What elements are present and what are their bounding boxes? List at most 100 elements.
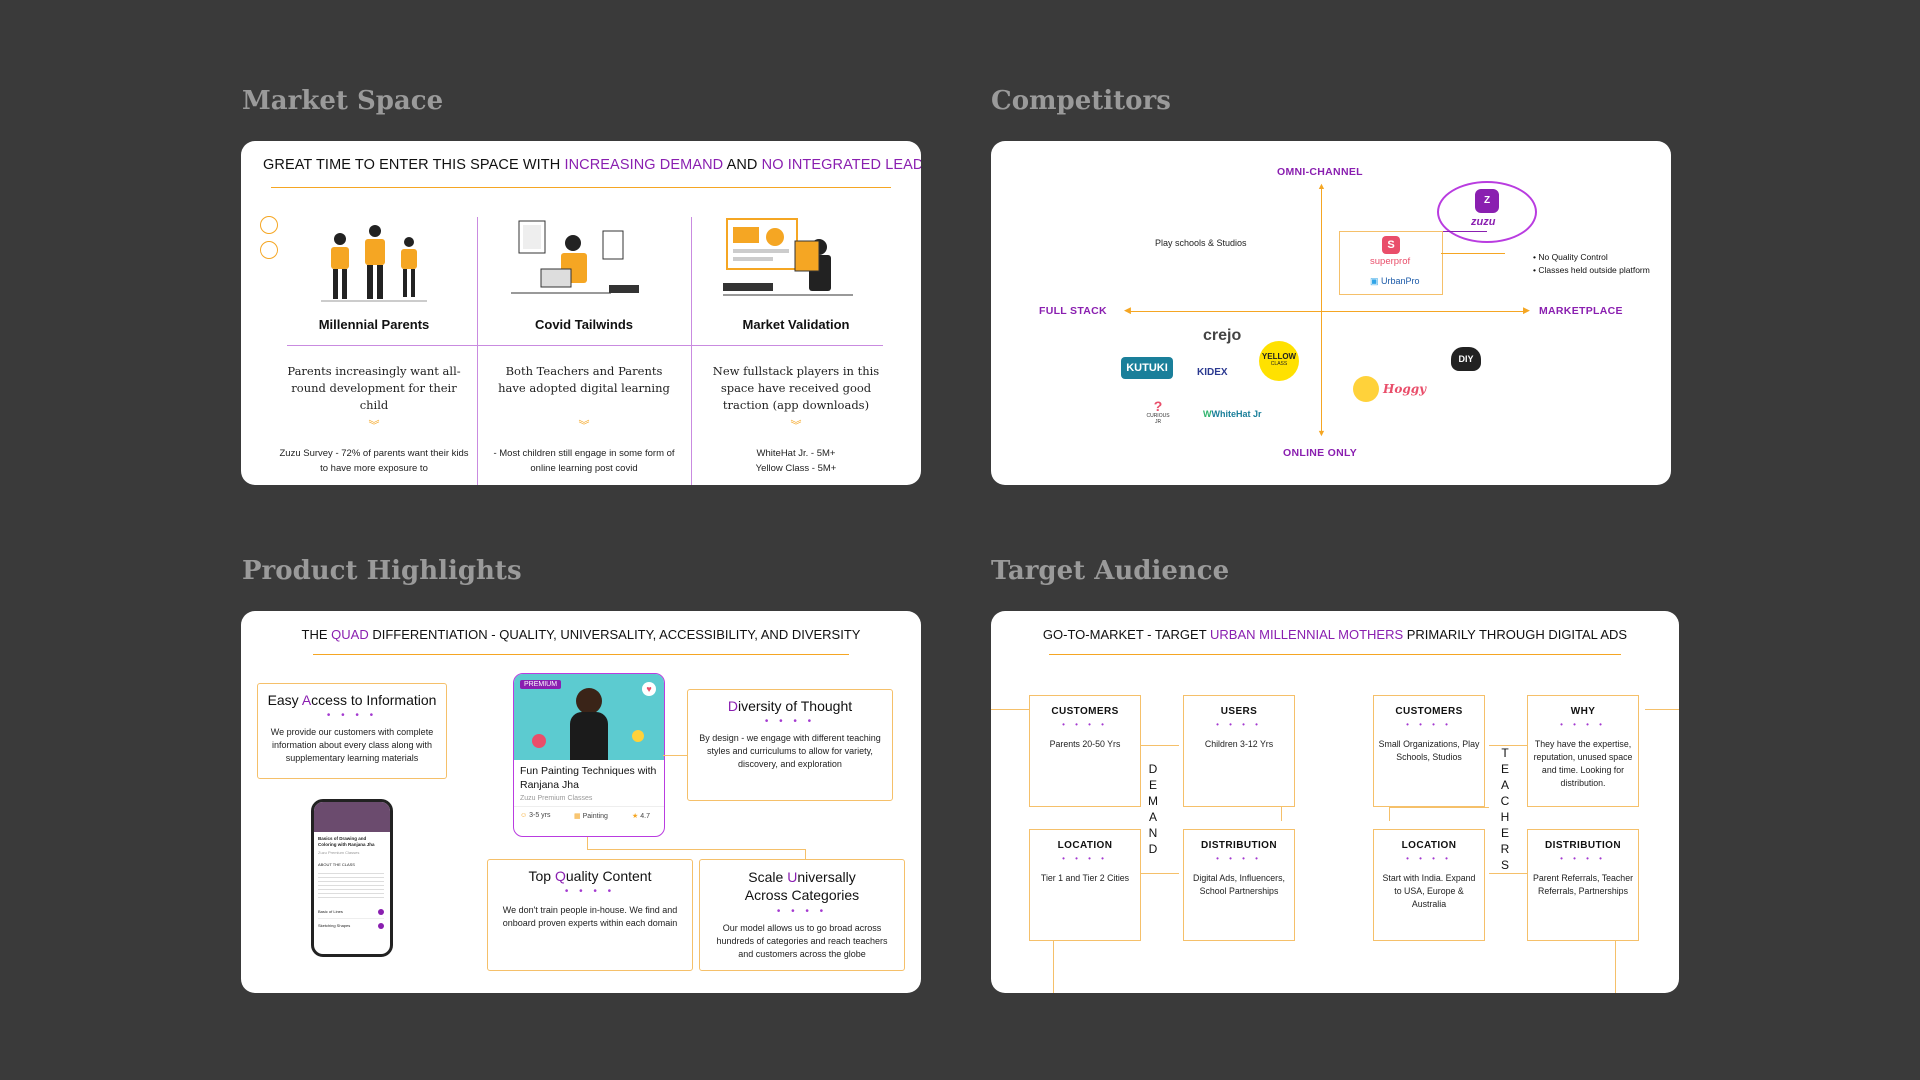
- target-audience-title: Target Audience: [991, 556, 1230, 586]
- superprof-urbanpro-box: S superprof ▣ UrbanPro: [1339, 231, 1443, 295]
- phone-text-lines: [318, 870, 384, 898]
- dots-divider: • • • •: [1216, 720, 1262, 729]
- competitors-title: Competitors: [991, 86, 1171, 116]
- arrow-left-icon: ◀: [1124, 305, 1131, 315]
- vertical-letter: D: [1148, 762, 1158, 776]
- column-divider: [691, 217, 692, 485]
- column-note: - Most children still engage in some for…: [493, 448, 675, 474]
- vertical-letter: C: [1500, 794, 1510, 808]
- connector-line: [1489, 745, 1529, 746]
- arrow-right-icon: ▶: [1523, 305, 1530, 315]
- crejo-logo: crejo: [1203, 327, 1242, 344]
- audience-headline: GO-TO-MARKET - TARGET URBAN MILLENNIAL M…: [1042, 627, 1628, 642]
- chevron-down-icon: ︾: [368, 420, 380, 432]
- box-text: Parent Referrals, Teacher Referrals, Par…: [1532, 873, 1634, 896]
- teachers-why-box: WHY • • • • They have the expertise, rep…: [1527, 695, 1639, 807]
- covid-illustration: [511, 220, 639, 294]
- connector-line: [1139, 873, 1179, 874]
- connector-line: [587, 837, 588, 849]
- target-audience-card[interactable]: GO-TO-MARKET - TARGET URBAN MILLENNIAL M…: [991, 611, 1679, 993]
- row-divider: [287, 345, 883, 346]
- bulb-icon: [632, 730, 644, 742]
- box-text: Digital Ads, Influencers, School Partner…: [1193, 873, 1285, 896]
- hoggy-icon: [1353, 376, 1379, 402]
- connector-line: [1139, 745, 1179, 746]
- box-body: We don't train people in-house. We find …: [502, 905, 678, 928]
- competitors-card[interactable]: ▲ ▼ ◀ ▶ OMNI-CHANNEL ONLINE ONLY FULL ST…: [991, 141, 1671, 485]
- heart-icon[interactable]: ♥: [642, 682, 656, 696]
- dots-divider: • • • •: [764, 716, 816, 727]
- market-column-millennial: Millennial Parents Parents increasingly …: [271, 217, 477, 485]
- class-card-title: Fun Painting Techniques with Ranjana Jha: [520, 765, 657, 791]
- marketplace-bullets: • No Quality Control • Classes held outs…: [1533, 252, 1650, 275]
- connector-line: [1389, 807, 1489, 808]
- box-heading: DISTRIBUTION: [1201, 840, 1277, 851]
- box-heading: CUSTOMERS: [1051, 706, 1119, 717]
- axis-label-online-only: ONLINE ONLY: [1283, 447, 1358, 459]
- decor-circle: [260, 241, 278, 259]
- top-quality-box: Top Quality Content • • • • We don't tra…: [487, 859, 693, 971]
- dots-divider: • • • •: [564, 886, 616, 897]
- class-card-image: PREMIUM ♥: [514, 674, 664, 760]
- vertical-letter: S: [1500, 858, 1509, 872]
- vertical-letter: H: [1500, 810, 1510, 824]
- chevron-down-icon: ︾: [578, 420, 590, 432]
- demand-users-box: USERS • • • • Children 3-12 Yrs: [1183, 695, 1295, 807]
- category-tag: ▦ Painting: [574, 813, 608, 820]
- connector-line: [1645, 709, 1679, 710]
- decor-circle: [260, 216, 278, 234]
- vertical-letter: E: [1500, 826, 1509, 840]
- chevron-down-icon: ︾: [790, 420, 802, 432]
- vertical-letter: R: [1500, 842, 1510, 856]
- box-heading: LOCATION: [1401, 840, 1457, 851]
- market-column-validation: Market Validation New fullstack players …: [693, 217, 899, 485]
- demand-location-box: LOCATION • • • • Tier 1 and Tier 2 Citie…: [1029, 829, 1141, 941]
- column-description: Parents increasingly want all-round deve…: [287, 364, 461, 412]
- phone-list-item: Sketching Shapes: [318, 920, 384, 932]
- owl-icon: Z: [1475, 189, 1499, 213]
- box-text: Children 3-12 Yrs: [1204, 739, 1274, 749]
- box-heading: USERS: [1220, 706, 1258, 717]
- connector-line: [1053, 941, 1054, 993]
- headline-underline: [271, 187, 891, 188]
- column-title: Covid Tailwinds: [535, 317, 633, 332]
- connector-line: [805, 849, 806, 859]
- vertical-letter: A: [1148, 810, 1157, 824]
- demand-distribution-box: DISTRIBUTION • • • • Digital Ads, Influe…: [1183, 829, 1295, 941]
- superprof-logo: superprof: [1370, 256, 1411, 267]
- box-heading: WHY: [1570, 706, 1596, 717]
- teachers-distribution-box: DISTRIBUTION • • • • Parent Referrals, T…: [1527, 829, 1639, 941]
- rating-tag: ★ 4.7: [632, 813, 650, 820]
- connector-line: [1615, 941, 1616, 993]
- market-space-card[interactable]: GREAT TIME TO ENTER THIS SPACE WITH INCR…: [241, 141, 921, 485]
- class-card[interactable]: PREMIUM ♥ Fun Painting Techniques with R…: [513, 673, 665, 837]
- axis-label-marketplace: MARKETPLACE: [1539, 305, 1623, 317]
- divider: [514, 806, 664, 807]
- phone-class-subtitle: Zuzu Premium Classes: [318, 850, 360, 855]
- column-note: Zuzu Survey - 72% of parents want their …: [279, 448, 469, 474]
- phone-class-title: Basics of Drawing and Coloring with Ranj…: [318, 836, 375, 847]
- connector-line: [1441, 253, 1505, 254]
- dots-divider: • • • •: [1062, 720, 1108, 729]
- urbanpro-logo: ▣ UrbanPro: [1370, 276, 1420, 286]
- teachers-location-box: LOCATION • • • • Start with India. Expan…: [1373, 829, 1485, 941]
- box-title: Easy Access to Information: [267, 692, 437, 708]
- dots-divider: • • • •: [326, 710, 378, 721]
- connector-line: [1281, 807, 1282, 821]
- dots-divider: • • • •: [1062, 854, 1108, 863]
- vertical-letter: D: [1148, 842, 1158, 856]
- dots-divider: • • • •: [1406, 720, 1452, 729]
- product-highlights-title: Product Highlights: [242, 556, 522, 586]
- demand-customers-box: CUSTOMERS • • • • Parents 20-50 Yrs: [1029, 695, 1141, 807]
- box-text: They have the expertise, reputation, unu…: [1533, 739, 1633, 788]
- connector-line: [663, 755, 687, 756]
- validation-illustration: [723, 218, 853, 296]
- horizontal-axis: [1129, 311, 1527, 312]
- product-highlights-card[interactable]: THE QUAD DIFFERENTIATION - QUALITY, UNIV…: [241, 611, 921, 993]
- box-heading: LOCATION: [1057, 840, 1113, 851]
- arrow-down-icon: ▼: [1317, 428, 1326, 438]
